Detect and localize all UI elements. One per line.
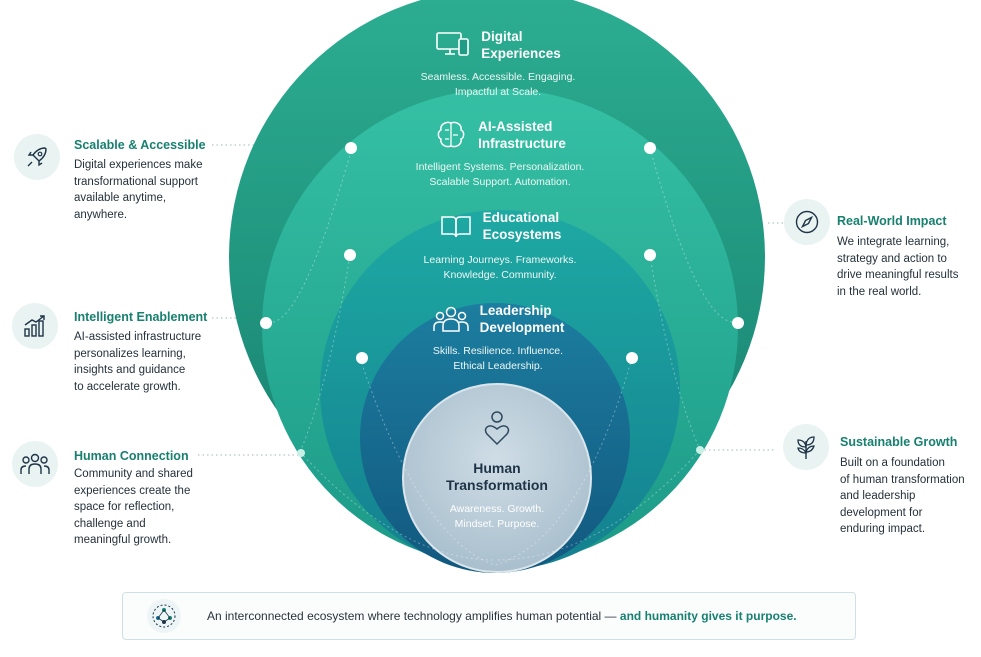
layer-digital: Digital Experiences Seamless. Accessible… <box>390 28 606 100</box>
body-line: challenge and <box>74 517 146 530</box>
body-line: personalizes learning, <box>74 347 186 360</box>
layer-title: AI-Assisted <box>478 119 553 134</box>
layer-subtitle: Ethical Leadership. <box>453 360 543 372</box>
body-line: experiences create the <box>74 484 191 497</box>
side-title-scalable: Scalable & Accessible <box>74 138 206 152</box>
layer-subtitle: Mindset. Purpose. <box>454 518 540 530</box>
devices-icon <box>436 32 470 56</box>
side-title-human-connection: Human Connection <box>74 449 189 463</box>
layer-subtitle: Knowledge. Community. <box>443 269 557 281</box>
layer-title: Educational <box>482 210 560 225</box>
body-line: in the real world. <box>837 285 922 298</box>
layer-title: Development <box>479 320 565 335</box>
layer-title: Infrastructure <box>478 136 566 151</box>
layer-title: Digital <box>481 29 523 44</box>
layer-subtitle: Scalable Support. Automation. <box>429 176 571 188</box>
footer-banner: An interconnected ecosystem where techno… <box>122 592 856 640</box>
group-icon <box>12 441 58 487</box>
side-body-scalable: Digital experiences make transformationa… <box>74 157 224 223</box>
body-line: available anytime, <box>74 192 167 204</box>
layer-title: Ecosystems <box>482 227 562 242</box>
book-icon <box>440 216 471 238</box>
node-dots-faint <box>297 446 704 457</box>
body-line: insights and guidance <box>74 364 186 376</box>
body-line: meaningful growth. <box>74 534 172 546</box>
layer-subtitle: Intelligent Systems. Personalization. <box>415 161 585 173</box>
layer-human: Human Transformation Awareness. Growth. … <box>417 410 577 532</box>
layer-subtitle: Seamless. Accessible. Engaging. <box>420 71 576 83</box>
layer-subtitle: Skills. Resilience. Influence. <box>432 345 564 357</box>
side-body-real-world: We integrate learning, strategy and acti… <box>837 234 981 300</box>
side-body-human-connection: Community and shared experiences create … <box>74 466 224 549</box>
side-body-intelligent: AI-assisted infrastructure personalizes … <box>74 329 224 395</box>
side-body-sustainable: Built on a foundation of human transform… <box>840 455 981 538</box>
body-line: anywhere. <box>74 208 128 221</box>
growth-chart-icon <box>12 303 58 349</box>
layer-ai: AI-Assisted Infrastructure Intelligent S… <box>395 118 605 190</box>
side-title-sustainable: Sustainable Growth <box>840 435 958 449</box>
body-line: space for reflection, <box>74 501 175 513</box>
footer-highlight: and humanity gives it purpose. <box>619 609 797 623</box>
compass-icon <box>784 199 830 245</box>
body-line: and leadership <box>840 490 916 502</box>
body-line: strategy and action to <box>837 252 947 265</box>
layer-title: Experiences <box>481 46 561 61</box>
body-line: enduring impact. <box>840 523 926 535</box>
body-line: transformational support <box>74 175 199 188</box>
body-line: to accelerate growth. <box>74 380 181 393</box>
body-line: development for <box>840 506 923 519</box>
body-line: drive meaningful results <box>837 269 959 281</box>
sprout-icon <box>783 424 829 470</box>
node-dots <box>260 142 744 364</box>
heart-person-icon <box>484 411 510 446</box>
rocket-icon <box>14 134 60 180</box>
side-title-intelligent: Intelligent Enablement <box>74 310 208 324</box>
body-line: We integrate learning, <box>837 236 950 248</box>
layer-subtitle: Awareness. Growth. <box>449 503 545 515</box>
layer-title: Human <box>473 460 521 476</box>
body-line: Built on a foundation <box>840 457 945 469</box>
network-icon <box>147 599 181 633</box>
brain-icon <box>437 121 465 148</box>
body-line: of human transformation <box>840 473 965 486</box>
body-line: Community and shared <box>74 468 193 480</box>
footer-main-text: An interconnected ecosystem where techno… <box>207 609 617 623</box>
layer-subtitle: Impactful at Scale. <box>454 86 542 98</box>
side-title-real-world: Real-World Impact <box>837 214 947 228</box>
layer-subtitle: Learning Journeys. Frameworks. <box>423 254 577 266</box>
people-icon <box>432 306 469 332</box>
layer-leadership: Leadership Development Skills. Resilienc… <box>400 302 596 374</box>
body-line: Digital experiences make <box>74 159 203 171</box>
body-line: AI-assisted infrastructure <box>74 331 202 343</box>
flow-arcs <box>267 147 739 566</box>
footer-text: An interconnected ecosystem where techno… <box>207 609 797 623</box>
layer-title: Leadership <box>479 303 552 318</box>
layer-title: Transformation <box>446 477 548 493</box>
layer-educational: Educational Ecosystems Learning Journeys… <box>400 209 600 283</box>
layer-circle-human <box>402 383 592 573</box>
